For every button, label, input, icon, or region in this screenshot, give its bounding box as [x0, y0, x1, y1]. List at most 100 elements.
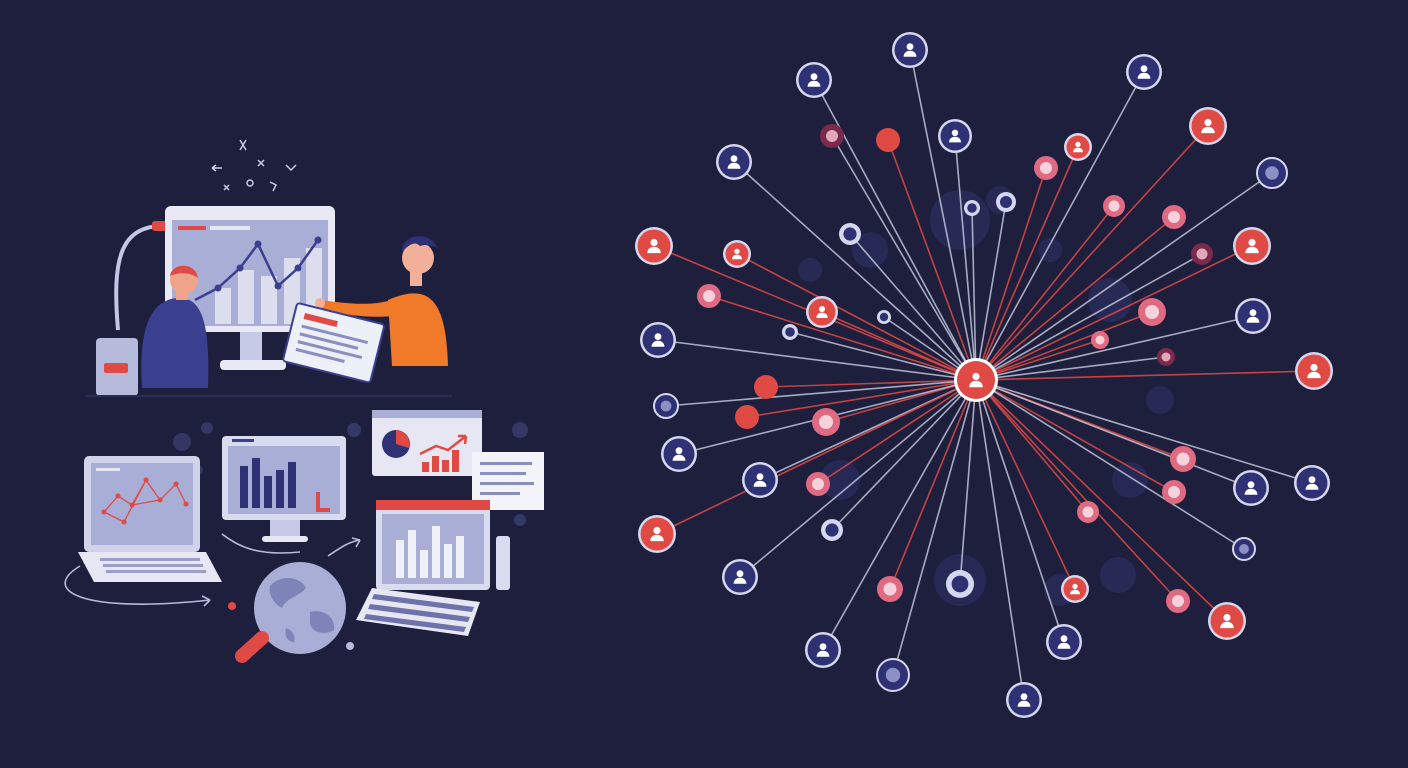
network-edge	[739, 379, 977, 578]
network-nodes	[635, 32, 1333, 718]
network-node	[812, 408, 840, 436]
sparkle-doodles	[211, 139, 297, 192]
network-edge	[736, 253, 977, 381]
network-edge	[975, 379, 1179, 602]
network-node	[1077, 501, 1099, 523]
network-edge	[975, 379, 1252, 489]
network-node	[877, 310, 891, 324]
network-node	[1208, 602, 1246, 640]
accent-dot	[346, 642, 354, 650]
network-node	[735, 405, 759, 429]
network-node	[1191, 243, 1213, 265]
network-node	[635, 227, 673, 265]
network-node	[1006, 682, 1042, 718]
network-node	[839, 223, 861, 245]
network-edge	[975, 205, 1115, 381]
network-node	[806, 296, 838, 328]
network-edge	[708, 295, 977, 381]
network-edge	[665, 379, 977, 407]
network-node	[938, 119, 972, 153]
network-edge	[975, 379, 1076, 590]
globe-icon	[235, 562, 346, 663]
network-node	[661, 436, 697, 472]
network-edge	[831, 135, 977, 381]
network-node	[1091, 331, 1109, 349]
network-node	[1103, 195, 1125, 217]
network-edge	[657, 339, 977, 381]
network-node	[821, 519, 843, 541]
network-edge	[975, 379, 1228, 622]
network-node	[1189, 107, 1227, 145]
network-edge	[975, 379, 1175, 493]
network-node	[1295, 352, 1333, 390]
network-node	[653, 393, 679, 419]
network-node	[1061, 575, 1089, 603]
network-edge	[975, 167, 1047, 381]
network-node	[1138, 298, 1166, 326]
network-edge	[975, 311, 1153, 381]
network-edge	[892, 379, 977, 676]
network-node	[892, 32, 928, 68]
network-node	[1233, 470, 1269, 506]
network-edge	[765, 379, 977, 388]
network-edge	[789, 331, 977, 381]
network-edge	[975, 379, 1245, 550]
network-diagram	[635, 32, 1333, 718]
network-node	[754, 375, 778, 399]
network-node	[876, 658, 910, 692]
network-edge	[975, 146, 1079, 381]
network-node	[638, 515, 676, 553]
network-node	[1235, 298, 1271, 334]
network-node	[697, 284, 721, 308]
network-node	[1233, 227, 1271, 265]
network-edge	[909, 49, 977, 381]
seated-analyst-figure	[141, 265, 209, 388]
network-edge	[821, 311, 977, 381]
network-node	[722, 559, 758, 595]
network-edge	[746, 379, 977, 418]
network-edge	[889, 379, 977, 590]
bokeh-dots	[173, 422, 528, 526]
network-edge	[959, 379, 977, 585]
network-edge	[975, 216, 1175, 381]
network-edge	[975, 71, 1145, 381]
network-edge	[887, 139, 977, 381]
network-edge	[975, 125, 1209, 381]
desk-lamp	[96, 221, 174, 396]
network-edge	[975, 379, 1313, 484]
analytics-workspace-illustration	[64, 139, 544, 663]
network-node	[1162, 205, 1186, 229]
network-edge	[975, 379, 1089, 513]
network-node	[1126, 54, 1162, 90]
network-node	[1034, 156, 1058, 180]
accent-dot	[228, 602, 236, 610]
network-node	[1166, 589, 1190, 613]
network-edge	[975, 245, 1253, 381]
network-node	[876, 128, 900, 152]
network-edge	[817, 379, 977, 485]
network-edge	[822, 379, 977, 651]
network-node	[1162, 480, 1186, 504]
network-node	[1046, 624, 1082, 660]
network-node	[1294, 465, 1330, 501]
network-node	[805, 632, 841, 668]
network-node	[1157, 348, 1175, 366]
network-edge	[975, 201, 1007, 381]
network-node	[742, 462, 778, 498]
network-node	[996, 192, 1016, 212]
network-edge	[975, 315, 1254, 381]
keyboard	[356, 588, 480, 636]
network-node	[946, 570, 974, 598]
network-edge	[975, 370, 1315, 381]
network-edges	[653, 49, 1315, 701]
bar-chart-monitor	[222, 436, 346, 542]
network-edge	[831, 379, 977, 531]
network-node	[1064, 133, 1092, 161]
tablet-bar-chart	[376, 500, 510, 590]
network-edge	[975, 172, 1273, 381]
network-edge	[975, 356, 1167, 381]
network-edge	[975, 379, 1065, 643]
network-node	[723, 240, 751, 268]
network-edge	[733, 161, 977, 381]
